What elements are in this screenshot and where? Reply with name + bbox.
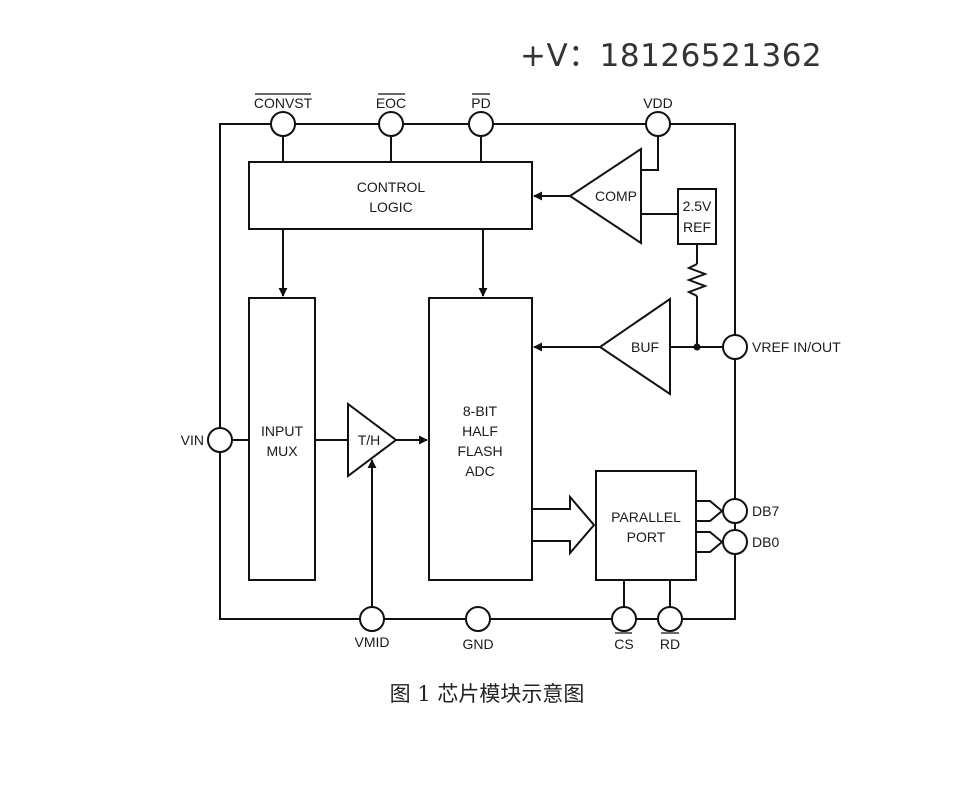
pin-vmid [359,606,385,632]
db7-wedge [695,500,724,522]
label-db0: DB0 [752,534,779,550]
th-amplifier [347,402,398,478]
label-convst: CONVST [254,95,313,111]
db0-wedge [695,531,724,553]
label-eoc: EOC [376,95,406,111]
junction-dot [693,343,701,351]
parallel-port-block [595,470,697,581]
pin-pd [468,111,494,137]
label-cs: CS [614,636,633,652]
contact-text: +V：18126521362 [520,38,823,74]
adc-line-3: FLASH [457,443,502,459]
comp-label: COMP [595,188,637,204]
control-logic-line-1: CONTROL [357,179,426,195]
label-vdd: VDD [643,95,673,111]
adc-block [428,297,533,581]
pin-gnd [465,606,491,632]
pin-rd [657,606,683,632]
vdd-wire [641,136,659,171]
pin-vin [207,427,233,453]
input-mux-line-2: MUX [266,443,298,459]
resistor [686,263,708,297]
label-rd: RD [660,636,680,652]
data-bus-arrow [531,494,596,556]
comp-amplifier [568,147,642,245]
ref-line-1: 2.5V [683,198,712,214]
pin-db7 [722,498,748,524]
label-pd: PD [471,95,490,111]
buf-label: BUF [631,339,659,355]
ref-line-2: REF [683,219,711,235]
pin-vref [722,334,748,360]
adc-line-1: 8-BIT [463,403,498,419]
control-logic-block [248,161,533,230]
label-vref: VREF IN/OUT [752,339,841,355]
label-vmid: VMID [355,634,390,650]
label-db7: DB7 [752,503,779,519]
buf-amplifier [598,297,671,396]
pin-eoc [378,111,404,137]
figure-caption: 图 1 芯片模块示意图 [389,682,585,706]
pin-vdd [645,111,671,137]
label-gnd: GND [462,636,493,652]
input-mux-block [248,297,316,581]
th-label: T/H [358,432,381,448]
adc-line-2: HALF [462,423,498,439]
input-mux-line-1: INPUT [261,423,303,439]
parallel-port-line-1: PARALLEL [611,509,681,525]
pin-db0 [722,529,748,555]
label-vin: VIN [181,432,204,448]
adc-line-4: ADC [465,463,495,479]
pin-convst [270,111,296,137]
control-logic-line-2: LOGIC [369,199,413,215]
pin-cs [611,606,637,632]
parallel-port-line-2: PORT [627,529,666,545]
ref-block [677,188,717,245]
